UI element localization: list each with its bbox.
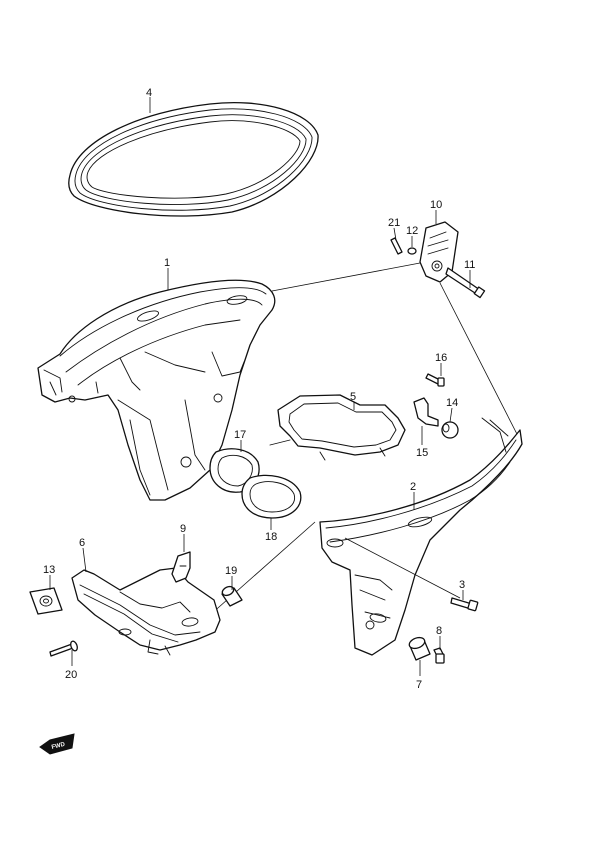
callout-5: 5 <box>350 391 356 403</box>
leader-1-to-10 <box>271 262 421 292</box>
part-2-side-cover-right[interactable] <box>319 417 523 656</box>
leader-2-to-3 <box>344 537 461 599</box>
part-16-screw[interactable] <box>425 373 445 387</box>
forward-arrow-icon: FWD <box>39 733 75 755</box>
callout-14: 14 <box>446 397 458 409</box>
callout-16: 16 <box>435 352 447 364</box>
part-6-lower-cover[interactable] <box>71 567 221 656</box>
callout-9: 9 <box>180 523 186 535</box>
leader-6 <box>82 547 87 573</box>
leader-21 <box>393 227 397 241</box>
callout-4: 4 <box>146 87 152 99</box>
callout-1: 1 <box>164 257 170 269</box>
part-11-bolt[interactable] <box>445 267 486 299</box>
part-18-seal[interactable] <box>241 474 302 519</box>
callout-10: 10 <box>430 199 442 211</box>
callout-8: 8 <box>436 625 442 637</box>
callout-2: 2 <box>410 481 416 493</box>
part-7-bushing[interactable] <box>408 636 431 661</box>
part-10-bracket[interactable] <box>419 221 459 283</box>
callout-7: 7 <box>416 679 422 691</box>
callout-15: 15 <box>416 447 428 459</box>
callout-3: 3 <box>459 579 465 591</box>
part-4-seal-ring[interactable] <box>68 101 319 217</box>
svg-text:FWD: FWD <box>51 742 66 751</box>
callout-18: 18 <box>265 531 277 543</box>
callout-21: 21 <box>388 217 400 229</box>
callout-6: 6 <box>79 537 85 549</box>
callout-13: 13 <box>43 564 55 576</box>
leader-14 <box>449 407 453 423</box>
part-14-grommet[interactable] <box>441 421 459 439</box>
callout-20: 20 <box>65 669 77 681</box>
leader-10-to-2 <box>439 282 521 441</box>
callout-11: 11 <box>464 259 475 271</box>
part-1-side-cover-left[interactable] <box>37 279 276 501</box>
callout-12: 12 <box>406 225 418 237</box>
part-15-clip[interactable] <box>413 397 439 427</box>
part-21-pin[interactable] <box>390 237 403 255</box>
part-3-bolt[interactable] <box>450 597 479 612</box>
callout-19: 19 <box>225 565 237 577</box>
part-9-bracket[interactable] <box>171 551 191 583</box>
callout-17: 17 <box>234 429 246 441</box>
part-5-frame[interactable] <box>269 394 406 461</box>
part-12-washer[interactable] <box>407 247 417 255</box>
part-20-pin[interactable] <box>49 640 79 657</box>
part-13-mount[interactable] <box>29 587 63 615</box>
part-8-bolt[interactable] <box>433 647 445 664</box>
part-19-plug[interactable] <box>221 585 243 607</box>
